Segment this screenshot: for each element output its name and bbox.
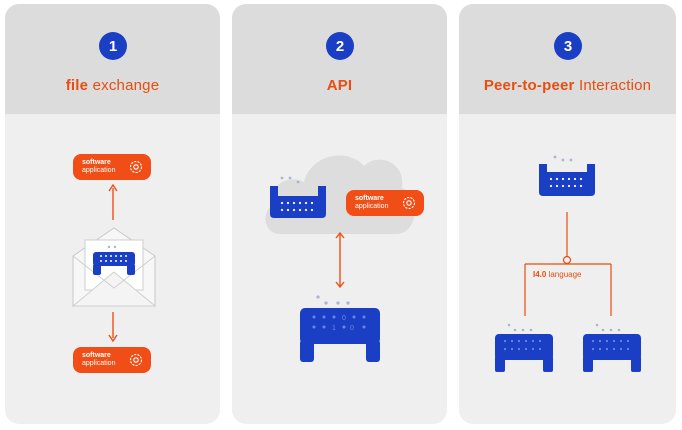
software-label: software [355,195,384,202]
step-number-badge: 2 [326,32,354,60]
connection-lines [524,212,612,316]
language-label-bold: I4.0 [533,270,547,279]
svg-text:0: 0 [342,315,346,322]
device-icon [583,323,641,372]
language-label: I4.0 language [533,270,582,279]
software-label: software [82,352,111,359]
device-icon: 0 1 0 [300,295,380,362]
panel-title-bold: API [326,77,353,94]
application-label: application [82,360,116,367]
software-application-badge: software application [346,190,424,216]
svg-text:1: 1 [332,325,336,332]
panel-title-rest: exchange [88,77,160,94]
device-icon [93,245,135,275]
step-number-badge: 3 [554,32,582,60]
gear-icon [129,353,143,367]
panel-api: 2 API software application [232,4,447,424]
arrow-icon [108,183,118,220]
step-number-badge: 1 [99,32,127,60]
arrow-icon [335,231,345,289]
device-icon [270,176,326,218]
software-application-badge: software application [73,154,151,180]
language-label-rest: language [546,270,582,279]
panel-title: API [232,77,447,94]
panel-title-bold: file [65,77,89,94]
panel-peer-to-peer: 3 Peer-to-peer Interaction I4.0 language [459,4,676,424]
arrow-icon [108,312,118,343]
application-label: application [82,167,116,174]
panel-title-bold: Peer-to-peer [483,77,575,94]
application-label: application [355,203,389,210]
panel-file-exchange: 1 file exchange software application [5,4,220,424]
software-label: software [82,159,111,166]
gear-icon [129,160,143,174]
panel-title: file exchange [5,77,220,94]
software-application-badge: software application [73,347,151,373]
svg-text:0: 0 [350,325,354,332]
panel-title: Peer-to-peer Interaction [459,77,676,94]
device-icon [539,155,595,196]
gear-icon [402,196,416,210]
envelope-icon [71,227,157,307]
panel-title-rest: Interaction [574,77,652,94]
device-icon [495,323,553,372]
